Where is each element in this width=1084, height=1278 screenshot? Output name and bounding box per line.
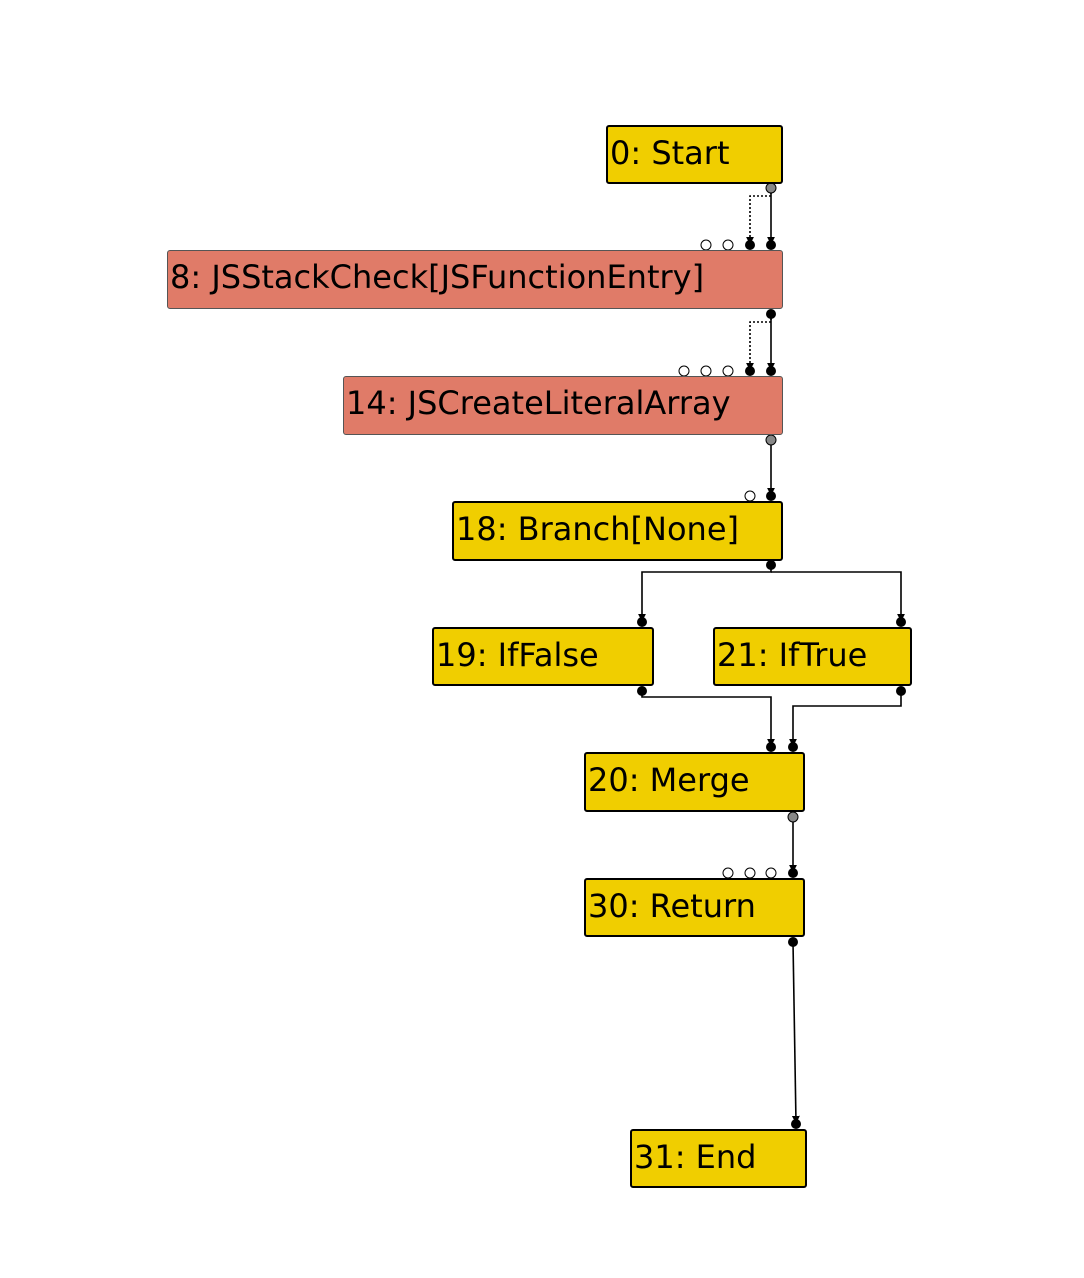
edge-21-20 bbox=[789, 691, 902, 747]
input-port-unused bbox=[765, 867, 777, 879]
input-port-unused bbox=[744, 867, 756, 879]
input-port bbox=[766, 491, 776, 501]
output-port bbox=[788, 937, 798, 947]
output-port bbox=[766, 560, 776, 570]
output-port bbox=[765, 434, 777, 446]
edge-18-21 bbox=[771, 571, 905, 622]
input-port bbox=[766, 240, 776, 250]
input-port-unused bbox=[722, 239, 734, 251]
output-port bbox=[766, 309, 776, 319]
input-port-unused bbox=[722, 365, 734, 377]
input-port bbox=[637, 617, 647, 627]
input-port bbox=[791, 1119, 801, 1129]
edge-19-20 bbox=[641, 691, 775, 747]
node-end[interactable]: 31: End bbox=[630, 1129, 807, 1188]
input-port-unused bbox=[744, 490, 756, 502]
node-iffalse[interactable]: 19: IfFalse bbox=[432, 627, 654, 686]
node-iftrue[interactable]: 21: IfTrue bbox=[713, 627, 912, 686]
output-port bbox=[765, 182, 777, 194]
output-port bbox=[637, 686, 647, 696]
edge-18-19 bbox=[638, 565, 772, 622]
output-port bbox=[896, 686, 906, 696]
node-merge[interactable]: 20: Merge bbox=[584, 752, 805, 812]
input-port bbox=[788, 868, 798, 878]
node-start[interactable]: 0: Start bbox=[606, 125, 783, 184]
input-port bbox=[766, 366, 776, 376]
edge-8-14-dotted bbox=[746, 314, 772, 371]
input-port bbox=[896, 617, 906, 627]
input-port-unused bbox=[678, 365, 690, 377]
input-port bbox=[745, 240, 755, 250]
edge-0-8-dotted bbox=[746, 188, 772, 245]
input-port-unused bbox=[700, 365, 712, 377]
input-port-unused bbox=[700, 239, 712, 251]
input-port-unused bbox=[722, 867, 734, 879]
node-branch[interactable]: 18: Branch[None] bbox=[452, 501, 783, 561]
node-jscreateliteralarray[interactable]: 14: JSCreateLiteralArray bbox=[343, 376, 783, 435]
edge-30-31 bbox=[791, 941, 800, 1124]
node-return[interactable]: 30: Return bbox=[584, 878, 805, 937]
node-jsstackcheck[interactable]: 8: JSStackCheck[JSFunctionEntry] bbox=[167, 250, 783, 309]
input-port bbox=[766, 742, 776, 752]
input-port bbox=[745, 366, 755, 376]
input-port bbox=[788, 742, 798, 752]
output-port bbox=[787, 811, 799, 823]
